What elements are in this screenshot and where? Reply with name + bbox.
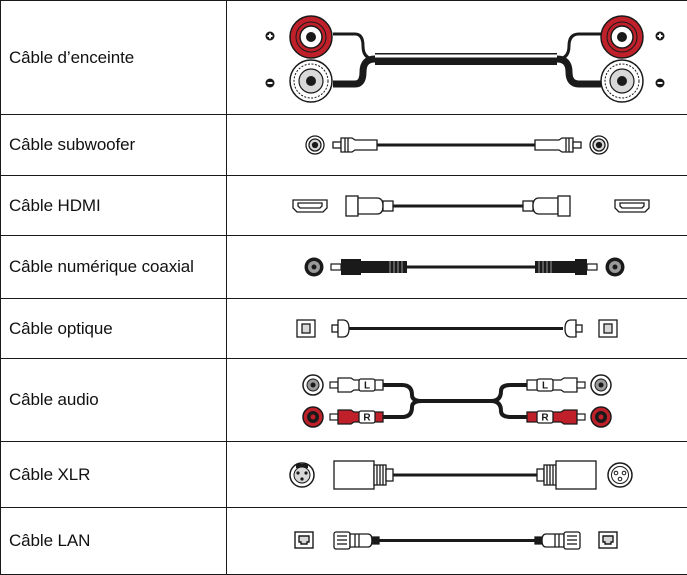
- cable-label-speaker: Câble d’enceinte: [1, 1, 227, 115]
- cable-label-audio: Câble audio: [1, 359, 227, 442]
- lan-cable-cell: [227, 508, 687, 575]
- audio-plug-label-right-l: L: [542, 381, 548, 392]
- xlr-cable-icon: [227, 442, 687, 507]
- cable-row-optical: Câble optique: [1, 299, 687, 359]
- cable-row-hdmi: Câble HDMI: [1, 176, 687, 236]
- hdmi-cable-icon: [227, 176, 687, 235]
- coaxial-cable-cell: [227, 236, 687, 299]
- cable-row-audio: Câble audio L: [1, 359, 687, 442]
- cable-row-xlr: Câble XLR: [1, 442, 687, 508]
- cable-label-hdmi: Câble HDMI: [1, 176, 227, 236]
- lan-cable-icon: [227, 508, 687, 574]
- cable-row-coaxial: Câble numérique coaxial: [1, 236, 687, 299]
- hdmi-cable-cell: [227, 176, 687, 236]
- cable-label-lan: Câble LAN: [1, 508, 227, 575]
- audio-plug-label-left-l: L: [364, 381, 370, 392]
- speaker-cable-icon: [227, 1, 687, 114]
- optical-cable-cell: [227, 299, 687, 359]
- cable-row-lan: Câble LAN: [1, 508, 687, 575]
- cable-label-optical: Câble optique: [1, 299, 227, 359]
- audio-cable-icon: L R L: [227, 359, 687, 441]
- optical-cable-icon: [227, 299, 687, 358]
- cable-row-speaker: Câble d’enceinte: [1, 1, 687, 115]
- xlr-cable-cell: [227, 442, 687, 508]
- cable-label-subwoofer: Câble subwoofer: [1, 115, 227, 176]
- cable-label-xlr: Câble XLR: [1, 442, 227, 508]
- cable-label-coaxial: Câble numérique coaxial: [1, 236, 227, 299]
- speaker-cable-cell: [227, 1, 687, 115]
- subwoofer-cable-icon: [227, 115, 687, 175]
- audio-cable-cell: L R L: [227, 359, 687, 442]
- coaxial-cable-icon: [227, 236, 687, 298]
- subwoofer-cable-cell: [227, 115, 687, 176]
- audio-plug-label-right-r: R: [541, 413, 549, 424]
- cable-row-subwoofer: Câble subwoofer: [1, 115, 687, 176]
- audio-plug-label-left-r: R: [363, 413, 371, 424]
